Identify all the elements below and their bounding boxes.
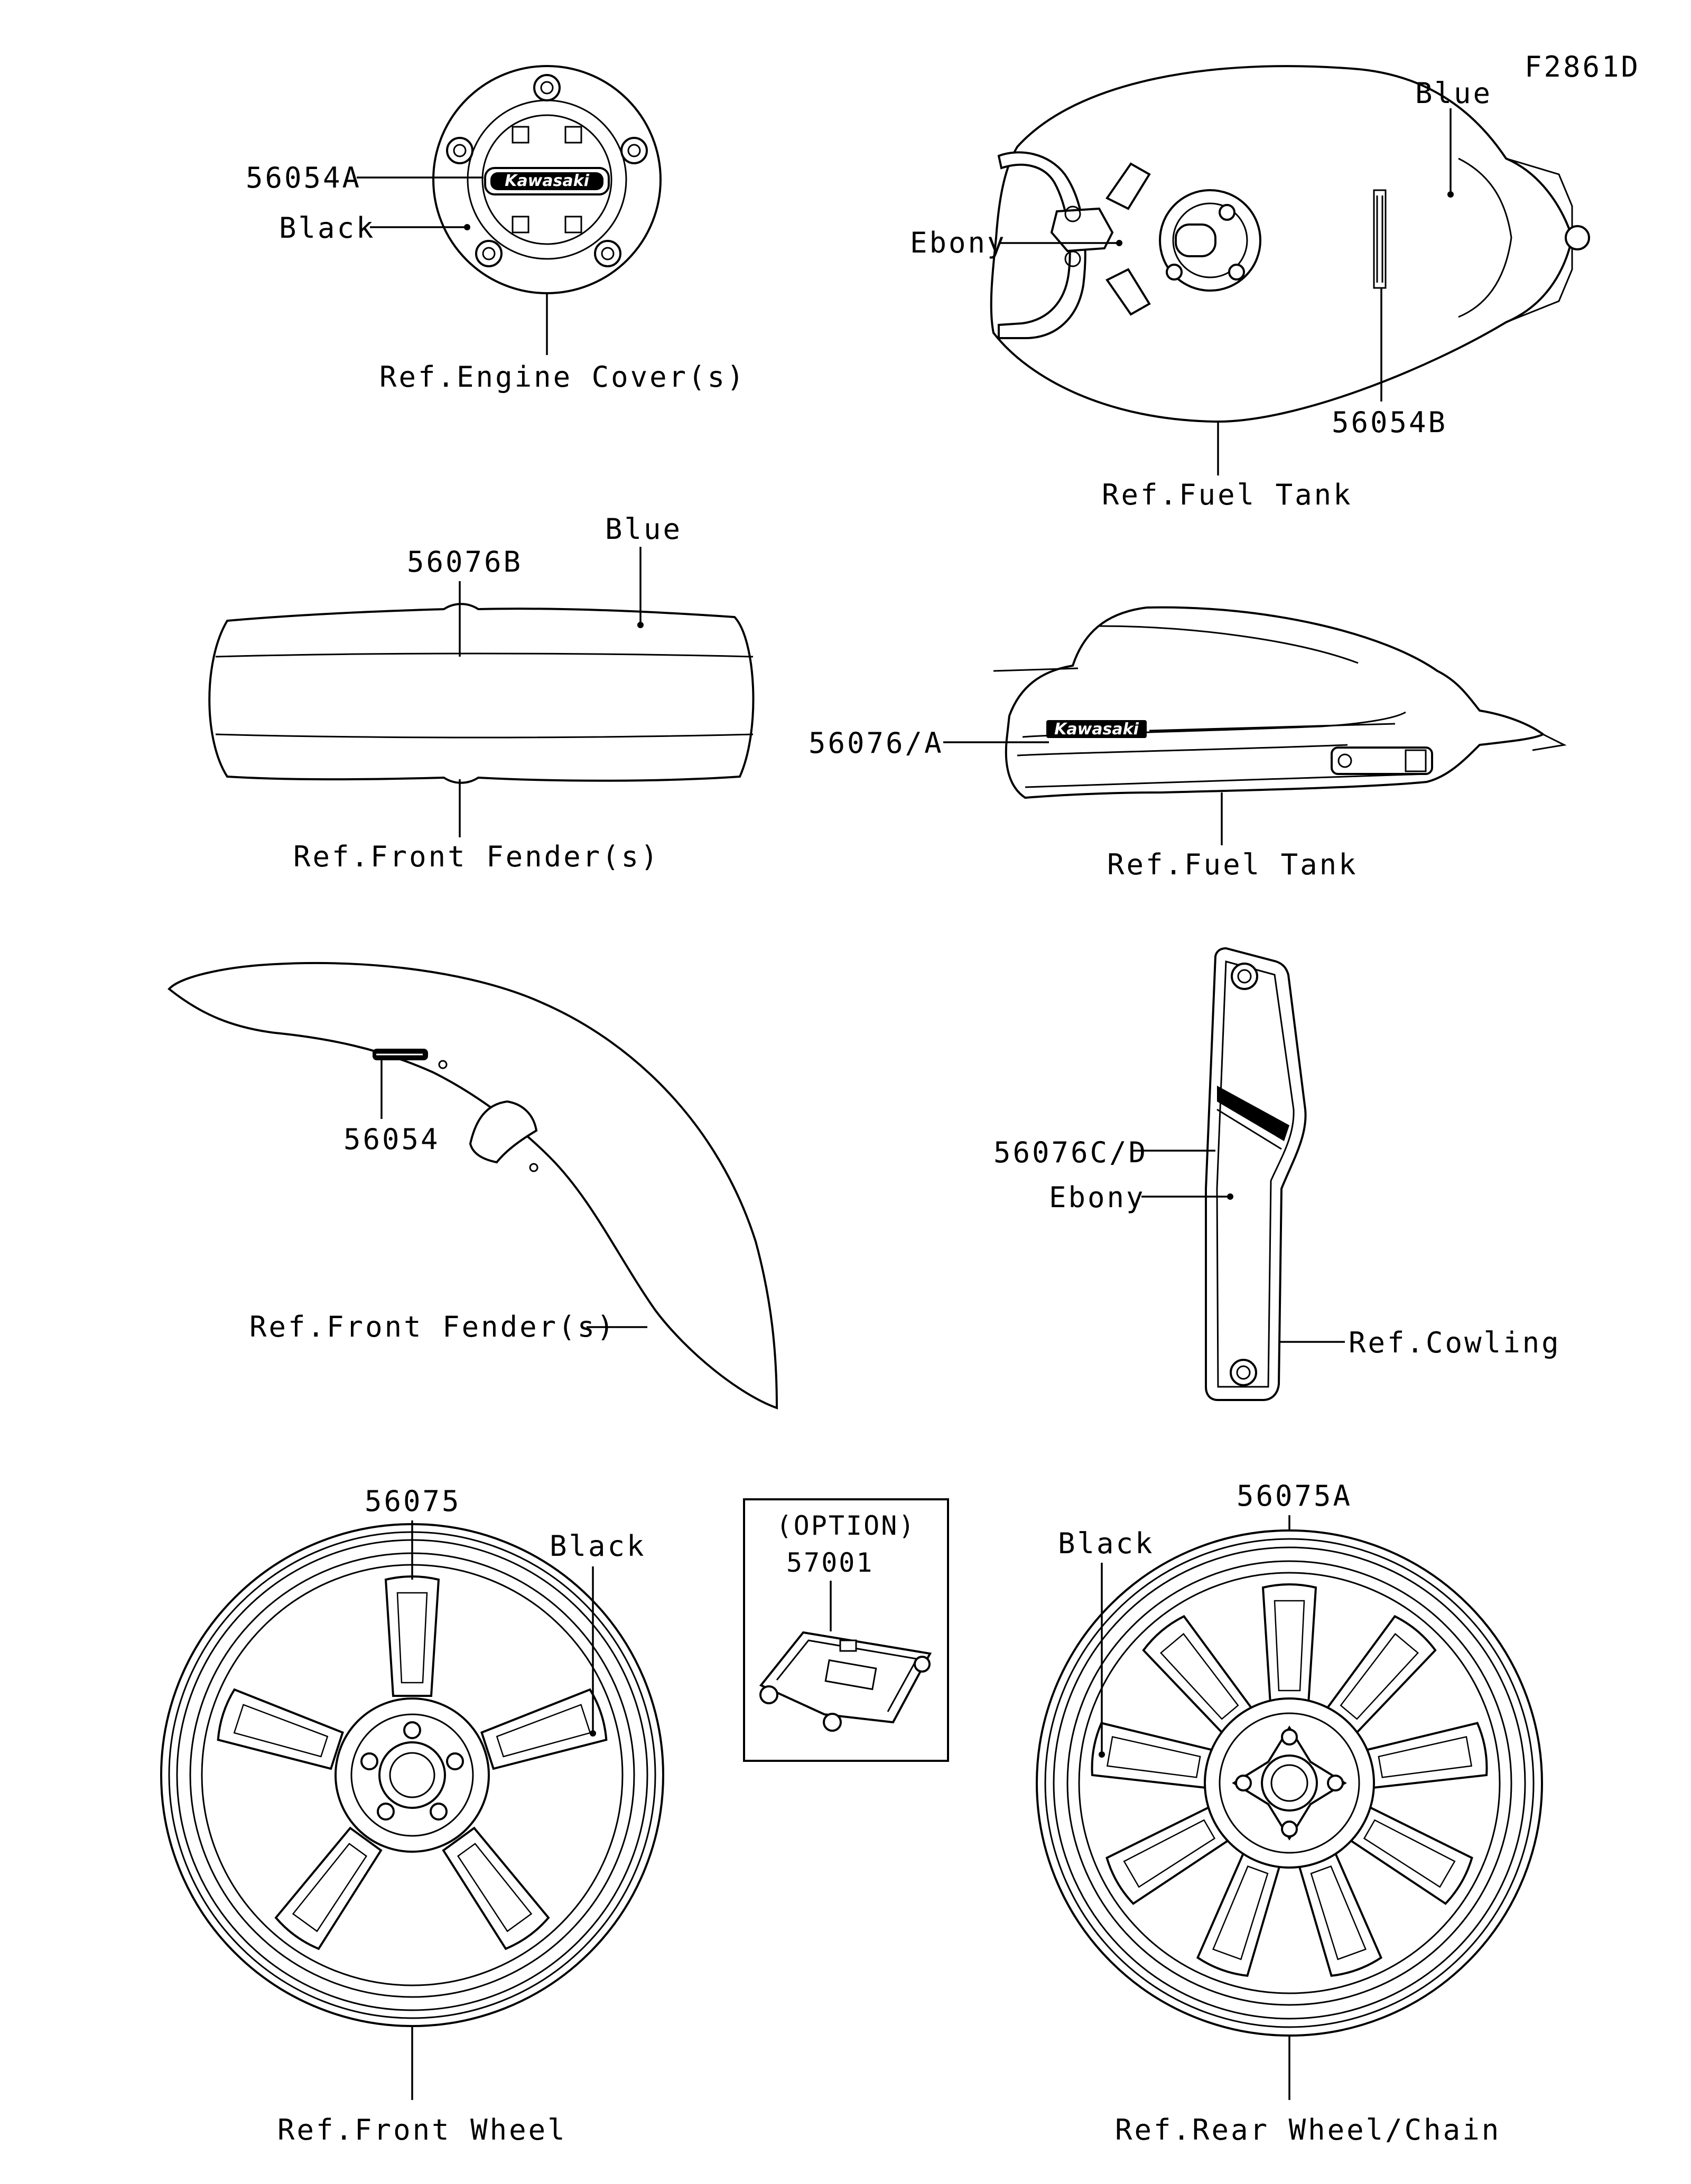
label-56054B: 56054B	[1332, 406, 1447, 439]
label-56054A: 56054A	[246, 161, 361, 194]
front-fender-side-drawing	[168, 962, 778, 1410]
label-black-front-wheel: Black	[550, 1529, 646, 1563]
label-ref-fuel-tank-side: Ref.Fuel Tank	[1107, 848, 1358, 881]
engine-cover-drawing: Kawasaki	[432, 65, 662, 294]
label-ref-front-wheel: Ref.Front Wheel	[277, 2113, 567, 2146]
label-56054: 56054	[343, 1123, 440, 1156]
figure-code: F2861D	[1525, 50, 1640, 83]
label-ref-fuel-tank-top: Ref.Fuel Tank	[1102, 478, 1353, 511]
fuel-tank-side-logo: Kawasaki	[1054, 720, 1139, 739]
front-fender-top-drawing	[208, 603, 755, 784]
rear-wheel-drawing	[1036, 1529, 1543, 2037]
label-ref-rear-wheel: Ref.Rear Wheel/Chain	[1115, 2113, 1501, 2146]
label-ebony-cowling: Ebony	[1049, 1181, 1146, 1214]
option-title: (OPTION)	[776, 1510, 916, 1541]
label-ref-cowling: Ref.Cowling	[1349, 1326, 1561, 1359]
label-blue-front-fender: Blue	[605, 512, 682, 546]
label-56076B: 56076B	[407, 545, 523, 578]
label-blue-fuel-tank: Blue	[1415, 77, 1492, 110]
option-box: (OPTION) 57001	[743, 1498, 949, 1762]
label-ref-engine-cover: Ref.Engine Cover(s)	[379, 360, 746, 394]
label-black-engine-cover: Black	[279, 211, 376, 245]
label-56075A: 56075A	[1237, 1479, 1352, 1513]
label-56076C-D: 56076C/D	[993, 1136, 1148, 1169]
engine-cover-logo: Kawasaki	[505, 172, 590, 190]
fuel-tank-top-drawing	[990, 65, 1590, 423]
label-57001: 57001	[786, 1547, 874, 1578]
label-56075: 56075	[365, 1485, 461, 1518]
front-wheel-drawing	[160, 1523, 664, 2027]
label-ebony-fuel-tank: Ebony	[910, 226, 1007, 259]
fuel-tank-side-drawing: Kawasaki	[993, 606, 1567, 799]
label-ref-front-fender-top: Ref.Front Fender(s)	[293, 840, 660, 873]
label-ref-front-fender-side: Ref.Front Fender(s)	[249, 1310, 616, 1343]
option-part-drawing	[759, 1631, 932, 1732]
label-black-rear-wheel: Black	[1058, 1527, 1155, 1560]
cowling-drawing	[1205, 947, 1307, 1401]
label-56076-A: 56076/A	[809, 726, 944, 760]
